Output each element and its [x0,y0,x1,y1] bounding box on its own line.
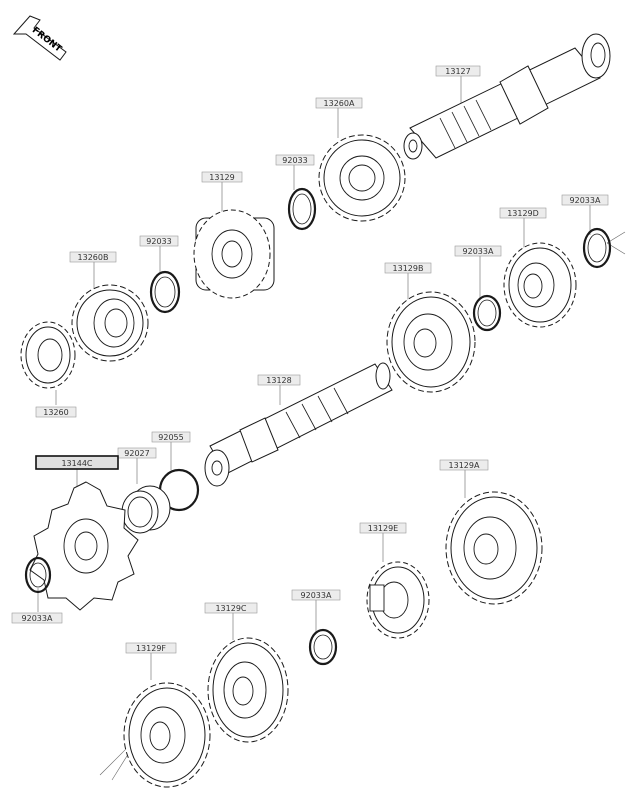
svg-text:13127: 13127 [445,67,470,76]
label-13128: 13128 [257,374,301,386]
gear-13260B [71,284,149,362]
svg-text:13129B: 13129B [393,264,424,273]
gear-13260 [20,321,76,389]
part-labels: 13127 13260A 92033 13129 92033 13260B 13… [11,65,609,654]
label-13129B: 13129B [384,262,432,274]
svg-text:92033A: 92033A [570,196,601,205]
gear-13129C [207,637,289,743]
svg-text:13129: 13129 [209,173,234,182]
label-92033A-d: 92033A [11,612,63,624]
gear-13129D [503,242,577,328]
svg-text:92027: 92027 [124,449,149,458]
label-13129F: 13129F [125,642,177,654]
sprocket-13144C [29,481,139,611]
circlip-92033A-mid [472,294,502,332]
label-92033-a: 92033 [275,154,315,166]
label-13129C: 13129C [204,602,258,614]
shaft-13127 [403,33,611,160]
svg-text:13128: 13128 [266,376,291,385]
label-92033-b: 92033 [139,235,179,247]
svg-text:13129A: 13129A [449,461,480,470]
shaft-13128 [204,362,393,487]
label-13129D: 13129D [499,207,547,219]
collar-92027 [121,485,171,534]
label-13129A: 13129A [439,459,489,471]
svg-text:92033A: 92033A [22,614,53,623]
svg-text:13129D: 13129D [507,209,539,218]
circlip-92033A-lower [308,628,338,666]
svg-text:13260B: 13260B [78,253,109,262]
label-13260A: 13260A [315,97,363,109]
svg-text:92033: 92033 [146,237,171,246]
label-13127: 13127 [435,65,481,77]
circlip-92033-lower [149,270,181,314]
gear-13129A [445,491,543,605]
svg-text:13144C: 13144C [61,459,92,468]
gear-13129F [123,682,211,788]
svg-text:92033A: 92033A [301,591,332,600]
svg-text:13129F: 13129F [136,644,166,653]
circlip-92033-upper [287,187,317,231]
circlip-92033A-right [582,227,612,269]
svg-text:92033A: 92033A [463,247,494,256]
label-92033A-a: 92033A [561,194,609,206]
front-arrow: FRONT [12,15,67,61]
label-92033A-c: 92033A [291,589,341,601]
svg-text:92055: 92055 [158,433,183,442]
label-13144C: 13144C [35,455,119,470]
label-92033A-b: 92033A [454,245,502,257]
gear-13260A [318,134,406,222]
gear-13129B [386,291,476,393]
label-92055: 92055 [151,431,191,443]
svg-text:13129E: 13129E [368,524,399,533]
svg-text:13260: 13260 [43,408,68,417]
label-92027: 92027 [117,447,157,459]
gear-13129E [366,561,430,639]
svg-text:13129C: 13129C [215,604,246,613]
label-13129: 13129 [201,171,243,183]
circlip-92033A-left [24,556,52,594]
svg-text:13260A: 13260A [324,99,355,108]
label-13260: 13260 [35,406,77,418]
svg-text:92033: 92033 [282,156,307,165]
label-13129E: 13129E [359,522,407,534]
label-13260B: 13260B [69,251,117,263]
gear-13129 [193,209,275,299]
